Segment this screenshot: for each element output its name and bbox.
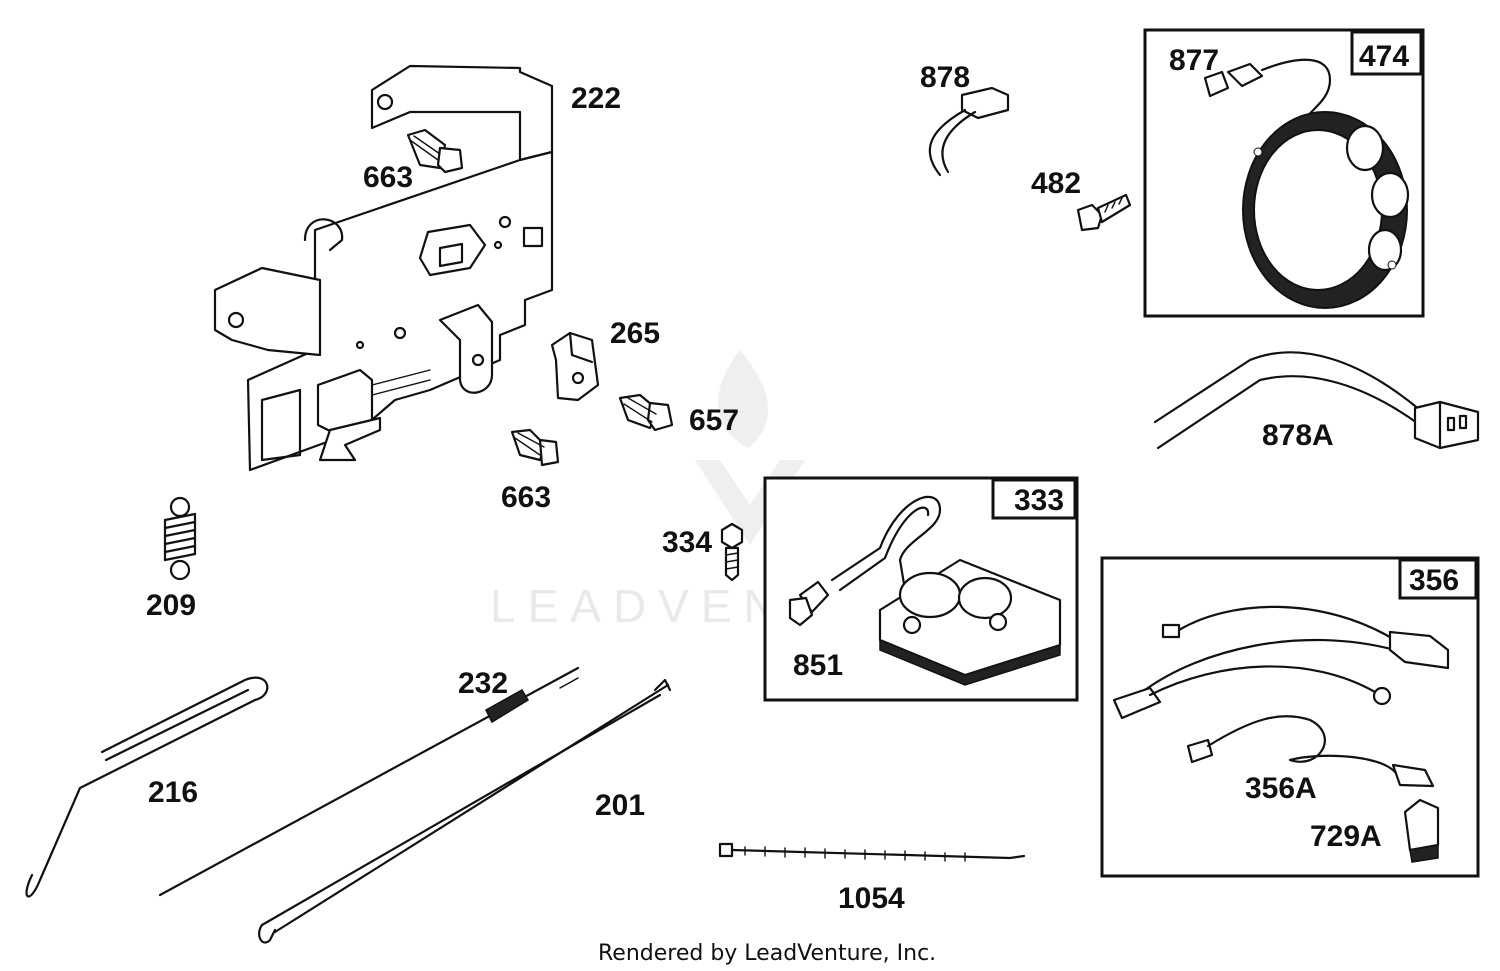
link-216-icon xyxy=(25,676,269,898)
label-222: 222 xyxy=(571,82,621,115)
clip-729A-icon xyxy=(1403,798,1440,863)
credit-text: Rendered by LeadVenture, Inc. xyxy=(598,941,936,966)
bracket-222-icon xyxy=(213,64,554,472)
ignition-coil-333-icon xyxy=(830,495,1062,686)
label-209: 209 xyxy=(146,589,196,622)
label-851: 851 xyxy=(793,649,843,682)
label-1054: 1054 xyxy=(838,882,905,915)
kit-box-356: 356 xyxy=(1100,556,1480,878)
spring-209-icon xyxy=(163,496,197,581)
label-657: 657 xyxy=(689,404,739,437)
kit-number-356: 356 xyxy=(1409,564,1459,597)
label-877: 877 xyxy=(1169,44,1219,77)
label-878: 878 xyxy=(920,61,970,94)
label-201: 201 xyxy=(595,789,645,822)
kit-box-474: 474 xyxy=(1143,28,1425,318)
label-482: 482 xyxy=(1031,167,1081,200)
cable-tie-1054-icon xyxy=(718,842,1026,862)
wire-878-icon xyxy=(928,86,1010,177)
screw-657-icon xyxy=(618,393,674,432)
spring-link-232-icon xyxy=(158,666,580,897)
label-216: 216 xyxy=(148,776,198,809)
label-265: 265 xyxy=(610,317,660,350)
label-663-bottom: 663 xyxy=(501,481,551,514)
spark-plug-boot-851-icon xyxy=(788,580,830,627)
kit-number-333: 333 xyxy=(1014,484,1064,517)
screw-663-top-icon xyxy=(406,128,464,174)
label-878A: 878A xyxy=(1262,419,1334,452)
harness-878A-icon xyxy=(1153,351,1480,450)
label-663-top: 663 xyxy=(363,161,413,194)
label-334: 334 xyxy=(662,526,712,559)
kit-box-333: 333 xyxy=(763,476,1079,702)
alternator-877-icon xyxy=(1203,58,1410,309)
label-729A: 729A xyxy=(1310,820,1382,853)
screw-663-bottom-icon xyxy=(510,428,560,467)
harness-356A-icon xyxy=(1112,605,1450,788)
label-356A: 356A xyxy=(1245,772,1317,805)
screw-334-icon xyxy=(720,522,744,582)
kit-number-474: 474 xyxy=(1359,40,1409,73)
label-232: 232 xyxy=(458,667,508,700)
rod-201-icon xyxy=(258,678,672,944)
clip-265-icon xyxy=(550,331,600,402)
screw-482-icon xyxy=(1076,193,1132,232)
